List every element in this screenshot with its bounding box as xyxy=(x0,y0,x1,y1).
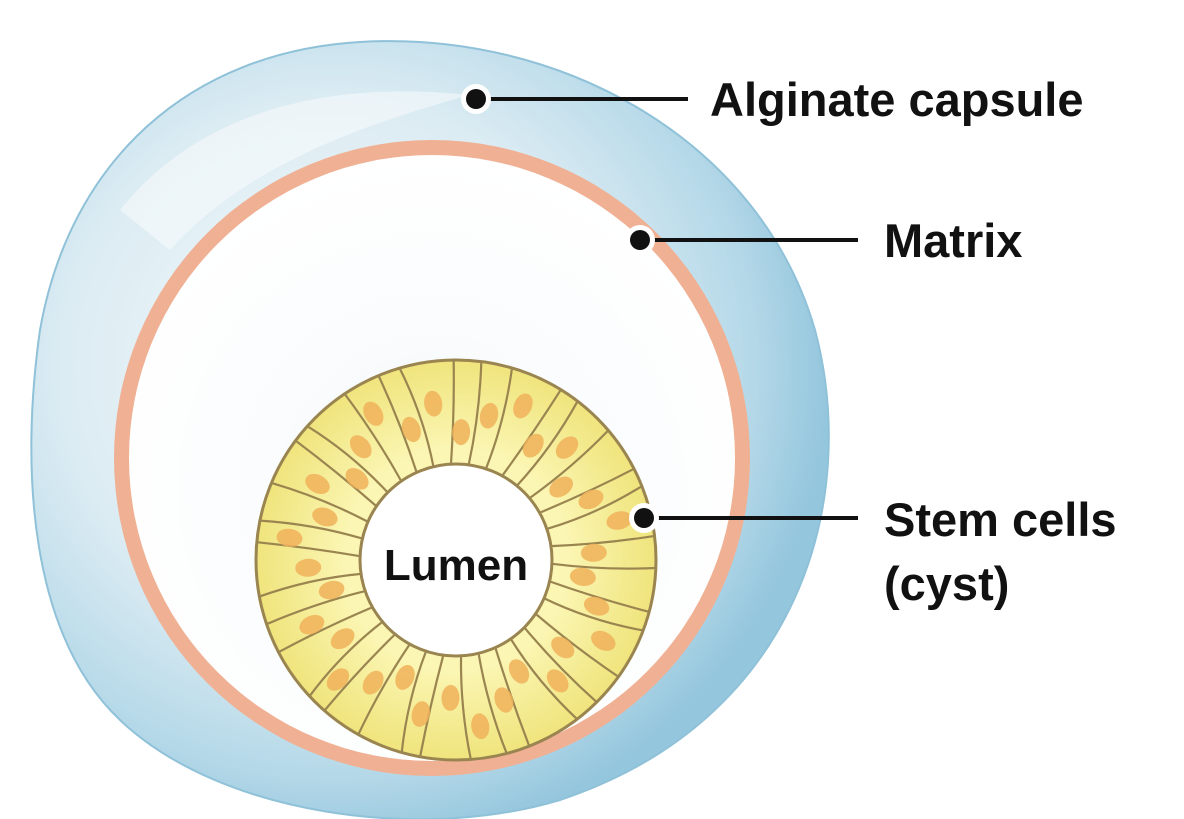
label-stem-cells-cyst: (cyst) xyxy=(884,557,1009,610)
label-stem-cells: Stem cells xyxy=(884,493,1117,546)
label-matrix: Matrix xyxy=(884,214,1022,267)
label-lumen: Lumen xyxy=(384,541,528,590)
label-alginate-capsule: Alginate capsule xyxy=(710,73,1084,126)
